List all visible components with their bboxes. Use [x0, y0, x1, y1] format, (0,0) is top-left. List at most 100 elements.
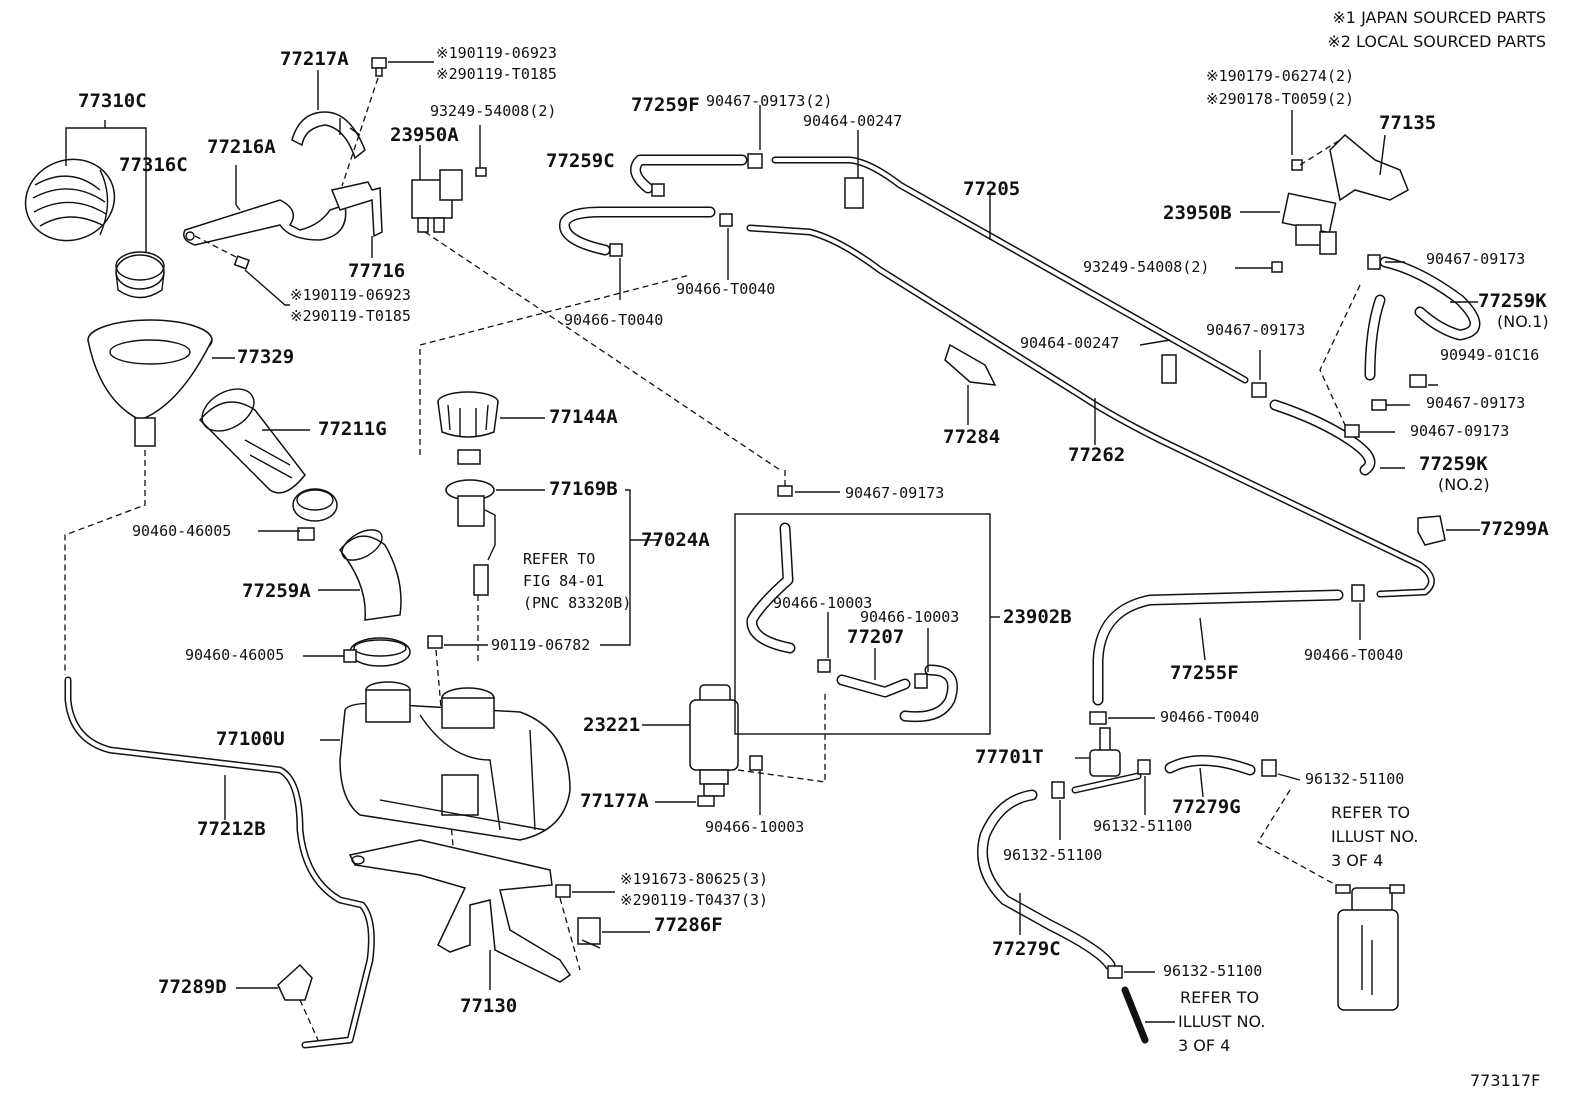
label-77259F[interactable]: 77259F [631, 94, 700, 116]
label-290178-T0059[interactable]: ※290178-T0059(2) [1206, 90, 1355, 108]
valve-23950A [411, 169, 463, 233]
label-190119-06923-top[interactable]: ※190119-06923 [436, 44, 557, 62]
label-pnc-83320b: (PNC 83320B) [523, 594, 632, 612]
label-96132-51100-b[interactable]: 96132-51100 [1093, 817, 1193, 835]
label-77177A[interactable]: 77177A [580, 790, 649, 812]
label-190119-06923-bottom[interactable]: ※190119-06923 [290, 286, 411, 304]
label-77299A[interactable]: 77299A [1480, 518, 1549, 540]
label-93249-54008-left[interactable]: 93249-54008(2) [430, 102, 557, 120]
cap-77144A [437, 391, 499, 438]
label-93249-54008-right[interactable]: 93249-54008(2) [1083, 258, 1210, 276]
label-90466-10003-a[interactable]: 90466-10003 [773, 594, 873, 612]
clamp-90467f [777, 485, 793, 497]
label-77255F[interactable]: 77255F [1170, 662, 1239, 684]
label-77144A[interactable]: 77144A [549, 406, 618, 428]
label-90464-00247-top[interactable]: 90464-00247 [803, 112, 903, 130]
label-90466-T0040-c[interactable]: 90466-T0040 [1160, 708, 1260, 726]
label-illust-no-3[interactable]: ILLUST NO. [1178, 1012, 1266, 1031]
label-77316C[interactable]: 77316C [119, 154, 188, 176]
dash-canister [1257, 789, 1346, 891]
pipe-refer3 [1121, 986, 1149, 1044]
label-77259K-no2: (NO.2) [1438, 475, 1490, 494]
label-77135[interactable]: 77135 [1379, 112, 1437, 134]
label-77259K-no1: (NO.1) [1497, 312, 1549, 331]
label-77207[interactable]: 77207 [847, 626, 905, 648]
label-77262[interactable]: 77262 [1068, 444, 1126, 466]
label-96132-51100-d[interactable]: 96132-51100 [1163, 962, 1263, 980]
clamp-90466t3 [1089, 711, 1107, 725]
clamp-90460a [292, 488, 338, 541]
label-90119-06782[interactable]: 90119-06782 [491, 636, 591, 654]
label-77130[interactable]: 77130 [460, 995, 518, 1017]
label-23221[interactable]: 23221 [583, 714, 641, 736]
label-290119-T0437[interactable]: ※290119-T0437(3) [620, 891, 769, 909]
label-90466-10003-c[interactable]: 90466-10003 [705, 818, 805, 836]
label-90467-09173-2[interactable]: 90467-09173(2) [706, 92, 833, 110]
screw-93249a [475, 167, 487, 177]
label-illust-no-2[interactable]: ILLUST NO. [1331, 827, 1419, 846]
bracket-77217A [291, 111, 366, 160]
label-96132-51100-c[interactable]: 96132-51100 [1003, 846, 1103, 864]
clamp-90466-10003a [817, 659, 831, 673]
label-77205[interactable]: 77205 [963, 178, 1021, 200]
label-77284[interactable]: 77284 [943, 426, 1001, 448]
label-90467-09173-r3[interactable]: 90467-09173 [1426, 394, 1526, 412]
dash-23950A-down [424, 231, 781, 471]
label-refer-to-2: REFER TO [1331, 803, 1411, 822]
label-77716[interactable]: 77716 [348, 260, 406, 282]
funnel-77329 [87, 319, 213, 447]
label-77259K-2[interactable]: 77259K [1419, 453, 1488, 475]
screw-190179 [1291, 159, 1303, 171]
label-77329[interactable]: 77329 [237, 346, 295, 368]
label-90949-01C16[interactable]: 90949-01C16 [1440, 346, 1540, 364]
label-77024A[interactable]: 77024A [641, 529, 710, 551]
label-96132-51100-a[interactable]: 96132-51100 [1305, 770, 1405, 788]
clamps-top [609, 153, 1177, 384]
label-90460-46005-a[interactable]: 90460-46005 [132, 522, 232, 540]
clamp-90460b [343, 637, 411, 667]
dash-bolt-77716 [341, 77, 379, 187]
label-23950A[interactable]: 23950A [390, 124, 459, 146]
ring-77316C [115, 251, 165, 299]
label-77217A[interactable]: 77217A [280, 48, 349, 70]
bracket-77716 [330, 181, 383, 238]
label-77286F[interactable]: 77286F [654, 914, 723, 936]
label-77211G[interactable]: 77211G [318, 418, 387, 440]
label-90466-T0040-b[interactable]: 90466-T0040 [564, 311, 664, 329]
label-90467-09173-r4[interactable]: 90467-09173 [1410, 422, 1510, 440]
label-77259K-1[interactable]: 77259K [1478, 290, 1547, 312]
label-90466-10003-b[interactable]: 90466-10003 [860, 608, 960, 626]
label-90466-T0040-d[interactable]: 90466-T0040 [1304, 646, 1404, 664]
label-77279G[interactable]: 77279G [1172, 796, 1241, 818]
label-77279C[interactable]: 77279C [992, 938, 1061, 960]
label-90466-T0040-a[interactable]: 90466-T0040 [676, 280, 776, 298]
label-77216A[interactable]: 77216A [207, 136, 276, 158]
clip-77289D [277, 963, 313, 1001]
label-90464-00247-mid[interactable]: 90464-00247 [1020, 334, 1120, 352]
label-77100U[interactable]: 77100U [216, 728, 285, 750]
label-77289D[interactable]: 77289D [158, 976, 227, 998]
dash-bolt-77216A [194, 235, 239, 259]
label-23902B[interactable]: 23902B [1003, 606, 1072, 628]
label-77259A[interactable]: 77259A [242, 580, 311, 602]
label-90460-46005-b[interactable]: 90460-46005 [185, 646, 285, 664]
leader-77216A [235, 165, 241, 211]
label-90467-09173-box[interactable]: 90467-09173 [845, 484, 945, 502]
label-90467-09173-r2[interactable]: 90467-09173 [1206, 321, 1306, 339]
bracket-77135 [1329, 133, 1409, 202]
label-77310C[interactable]: 77310C [78, 90, 147, 112]
label-90467-09173-r1[interactable]: 90467-09173 [1426, 250, 1526, 268]
label-191673-80625[interactable]: ※191673-80625(3) [620, 870, 769, 888]
label-290119-T0185-top[interactable]: ※290119-T0185 [436, 65, 557, 83]
label-290119-T0185-bottom[interactable]: ※290119-T0185 [290, 307, 411, 325]
label-190179-06274[interactable]: ※190179-06274(2) [1206, 67, 1355, 85]
label-77212B[interactable]: 77212B [197, 818, 266, 840]
label-23950B[interactable]: 23950B [1163, 202, 1232, 224]
label-77259C[interactable]: 77259C [546, 150, 615, 172]
label-77701T[interactable]: 77701T [975, 746, 1044, 768]
label-fig-84-01[interactable]: FIG 84-01 [523, 572, 605, 590]
clamp-90466t4 [1351, 584, 1365, 602]
label-77169B[interactable]: 77169B [549, 478, 618, 500]
